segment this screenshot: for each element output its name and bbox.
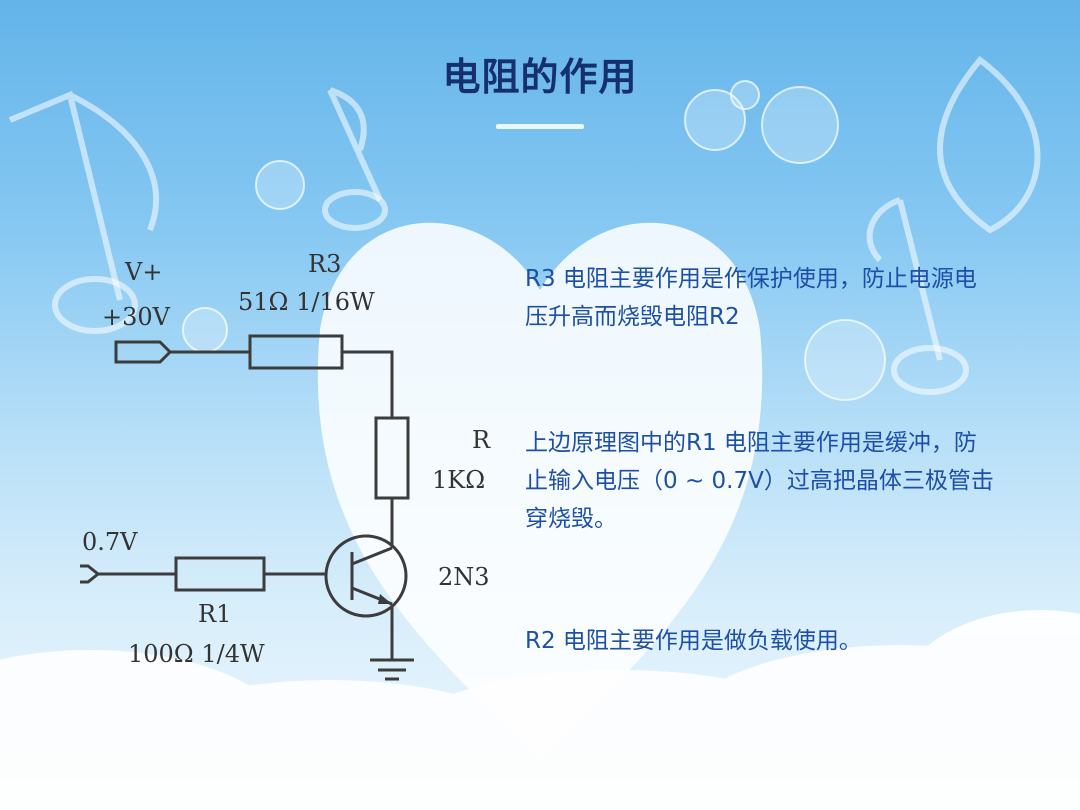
title-underline: [496, 124, 584, 129]
r3-resistor: [248, 334, 344, 370]
r1-value-label: 100Ω 1/4W: [128, 640, 265, 668]
bubbles: [182, 80, 886, 401]
r3-value-label: 51Ω 1/16W: [238, 288, 375, 316]
r2-value-label: 1KΩ: [432, 466, 485, 494]
r3-name-label: R3: [308, 250, 341, 278]
transistor-collector: [351, 546, 393, 566]
r1-resistor: [174, 556, 266, 592]
input-terminal: [80, 564, 101, 584]
transistor-label: 2N3: [438, 563, 490, 591]
circuit-diagram: V+ +30V R3 51Ω 1/16W R 1KΩ 0.7V R1 100Ω …: [80, 250, 491, 681]
vsupply-label: +30V: [102, 303, 171, 331]
music-notes: [8, 55, 1041, 395]
supply-terminal: [114, 340, 173, 364]
bottom-clouds: [0, 610, 1080, 810]
r2-name-label: R: [472, 426, 491, 454]
emitter-arrow: [378, 594, 392, 604]
paragraph-r1: 上边原理图中的R1 电阻主要作用是缓冲，防止输入电压（0 ~ 0.7V）过高把晶…: [525, 430, 994, 532]
page-title: 电阻的作用: [442, 55, 638, 99]
paragraph-r2: R2 电阻主要作用是做负载使用。: [525, 628, 862, 654]
wire-r3-r2: [342, 350, 394, 418]
transistor-symbol: [324, 534, 408, 618]
input-voltage-label: 0.7V: [82, 528, 138, 556]
r2-resistor: [374, 416, 410, 500]
vplus-label: V+: [124, 258, 162, 286]
paragraph-r3: R3 电阻主要作用是作保护使用，防止电源电压升高而烧毁电阻R2: [525, 266, 977, 330]
heart-cloud: [317, 222, 763, 760]
r1-name-label: R1: [198, 600, 231, 628]
